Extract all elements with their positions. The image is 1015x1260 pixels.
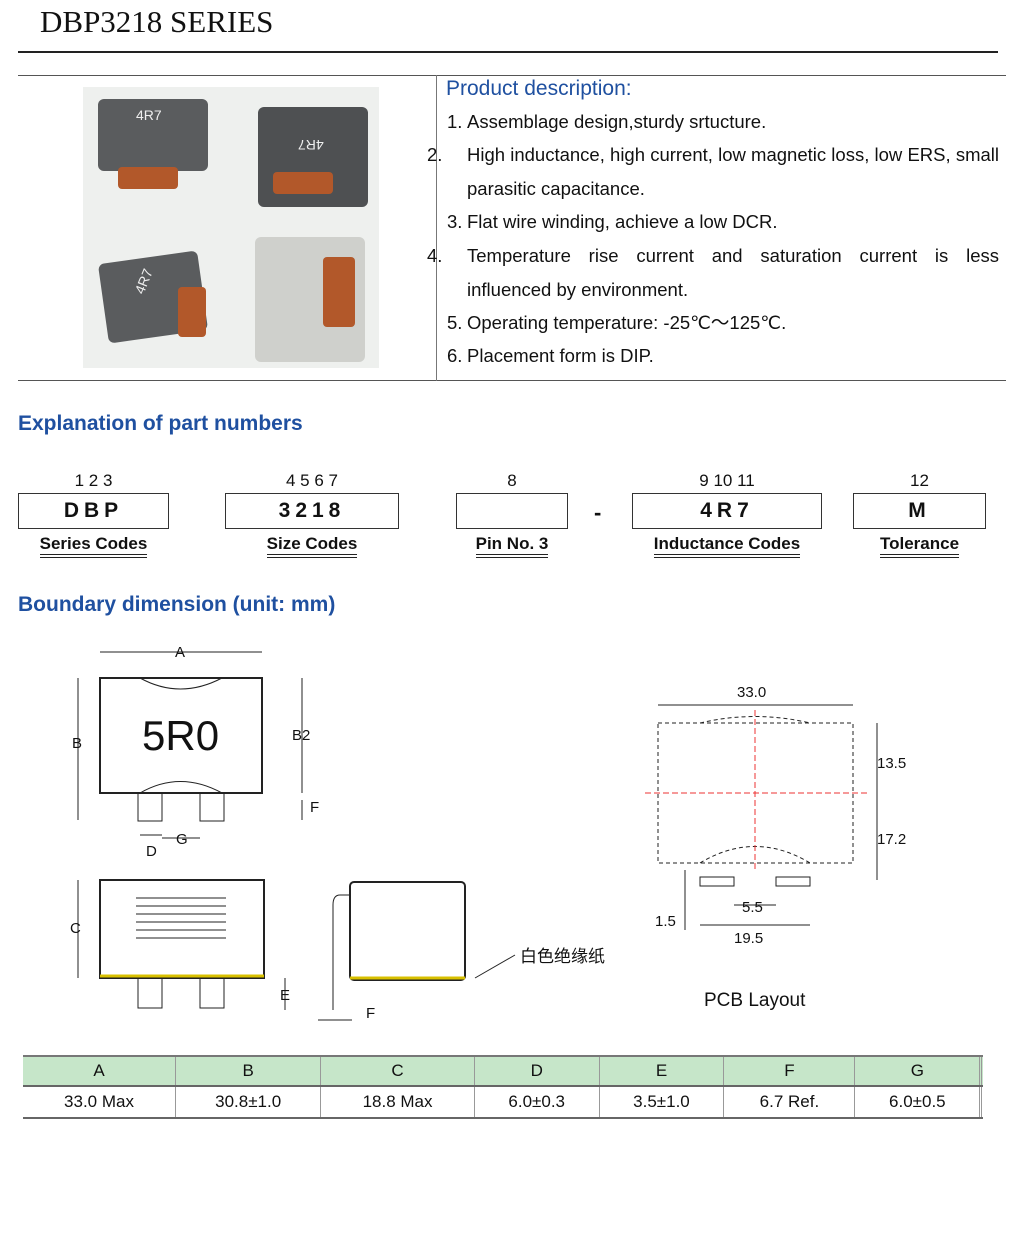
text-description-items-3-n: 4. — [427, 245, 443, 266]
text-part_numbers-fields-1-code: 3218 — [225, 493, 399, 529]
text-description-items-4-text: Operating temperature: -25℃～125℃. — [467, 312, 787, 333]
text-dimension-labels-B: B — [72, 735, 82, 752]
text-table-headers-8 — [981, 1055, 983, 1087]
text-table-values-2: 18.8 Max — [320, 1086, 475, 1119]
description-box — [18, 75, 1006, 381]
marking-text: 5R0 — [142, 712, 219, 759]
end-view-drawing: F 白色绝缘纸 — [318, 881, 605, 1022]
text-part_numbers-fields-1-positions: 4 5 6 7 — [286, 471, 338, 490]
text-part_numbers-fields-4-positions: 12 — [910, 471, 929, 490]
text-table-values-1: 30.8±1.0 — [175, 1086, 321, 1119]
insulation-note: 白色绝缘纸 — [520, 947, 605, 966]
text-description-items-1-n: 2. — [427, 144, 443, 165]
text-part_numbers-fields-2-positions: 8 — [507, 471, 517, 490]
text-part_numbers-fields-2-label: Pin No. 3 — [475, 534, 549, 558]
description-heading: Product description: — [446, 77, 632, 100]
text-part_numbers-fields-2-code — [456, 493, 568, 529]
text-dimension-pcb-h1: 13.5 — [877, 755, 906, 772]
photo-marking: 4R7 — [131, 266, 156, 297]
description-item: 2. High inductance, high current, low mag… — [427, 138, 999, 205]
description-item: 5.Operating temperature: -25℃～125℃. — [447, 306, 999, 340]
text-description-items-5-text: Placement form is DIP. — [467, 345, 654, 366]
text-description-items-0-text: Assemblage design,sturdy srtucture. — [467, 111, 767, 132]
text-part_numbers-fields-3-code: 4R7 — [632, 493, 822, 529]
text-table-headers-1: B — [175, 1055, 321, 1087]
part-field-series: 1 2 3 DBP Series Codes — [18, 471, 169, 558]
text-dimension-pcb-gap: 5.5 — [742, 899, 763, 916]
text-table-values-8 — [981, 1086, 983, 1119]
text-table-values-6: 6.0±0.5 — [854, 1086, 980, 1119]
description-item: 1.Assemblage design,sturdy srtucture. — [447, 105, 999, 139]
text-description-items-5-n: 6. — [447, 345, 463, 366]
text-part_numbers-fields-0-code: DBP — [18, 493, 169, 529]
text-description-items-2-text: Flat wire winding, achieve a low DCR. — [467, 211, 778, 232]
text-table-values-5: 6.7 Ref. — [723, 1086, 855, 1119]
text-description-items-1-text: High inductance, high current, low magne… — [467, 144, 999, 199]
product-photos: 4R7 4R7 4R7 — [83, 87, 379, 368]
text-table-headers-6: G — [854, 1055, 980, 1087]
text-table-headers-4: E — [598, 1055, 724, 1087]
text-dimension-labels-D: D — [146, 843, 157, 860]
dimension-drawings: 5R0 A B B2 F D G C E F 白色绝缘纸 33.0 13.5 — [70, 644, 906, 1022]
text-part_numbers-fields-4-label: Tolerance — [879, 534, 960, 558]
text-part_numbers-fields-0-label: Series Codes — [39, 534, 148, 558]
text-table-headers-2: C — [320, 1055, 475, 1087]
text-table-values-4: 3.5±1.0 — [598, 1086, 724, 1119]
text-part_numbers-fields-3-label: Inductance Codes — [653, 534, 801, 558]
text-part_numbers-fields-1-label: Size Codes — [266, 534, 358, 558]
text-table-headers-3: D — [473, 1055, 600, 1087]
part-numbers-heading: Explanation of part numbers — [18, 412, 303, 435]
text-part_numbers-fields-3-positions: 9 10 11 — [699, 471, 755, 490]
text-table-values-7 — [979, 1086, 982, 1119]
page-title: DBP3218 SERIES — [40, 4, 274, 39]
text-table-headers-7 — [979, 1055, 982, 1087]
top-view-drawing: 5R0 A B B2 F D G — [72, 644, 319, 860]
text-dimension-labels-B2: B2 — [292, 727, 310, 744]
text-dimension-labels-E: E — [280, 987, 290, 1004]
text-part_numbers-fields-0-positions: 1 2 3 — [74, 471, 113, 490]
text-table-headers-5: F — [723, 1055, 855, 1087]
text-dimension-labels-G: G — [176, 831, 188, 848]
text-dimension-labels-C: C — [70, 920, 81, 937]
text-dimension-pcb-pad: 1.5 — [655, 913, 676, 930]
text-dimension-labels-A: A — [175, 644, 185, 661]
text-dimension-labels-F: F — [366, 1005, 375, 1022]
description-item: 6.Placement form is DIP. — [447, 339, 999, 373]
text-dimension-pcb-w: 33.0 — [737, 684, 766, 701]
text-description-items-0-n: 1. — [447, 111, 463, 132]
photo-marking: 4R7 — [298, 137, 324, 153]
side-view-drawing: C E — [70, 879, 290, 1010]
text-dimension-pcb-h2: 17.2 — [877, 831, 906, 848]
photo-marking: 4R7 — [136, 107, 162, 123]
text-description-items-4-n: 5. — [447, 312, 463, 333]
part-separator: - — [594, 500, 602, 525]
dimension-heading: Boundary dimension (unit: mm) — [18, 593, 336, 616]
text-description-items-2-n: 3. — [447, 211, 463, 232]
text-dimension-pcb-span: 19.5 — [734, 930, 763, 947]
text-dimension-labels-F: F — [310, 799, 319, 816]
pcb-layout-drawing: 33.0 13.5 17.2 1.5 5.5 19.5 PCB Layout — [645, 684, 906, 1011]
description-item: 3.Flat wire winding, achieve a low DCR. — [447, 205, 999, 239]
text-table-values-3: 6.0±0.3 — [473, 1086, 600, 1119]
pcb-layout-title: PCB Layout — [704, 990, 806, 1011]
text-description-items-3-text: Temperature rise current and saturation … — [467, 245, 999, 300]
text-table-values-0: 33.0 Max — [23, 1086, 176, 1119]
column-divider — [436, 75, 437, 381]
title-divider — [18, 51, 998, 53]
text-part_numbers-fields-4-code: M — [853, 493, 986, 529]
description-item: 4. Temperature rise current and saturatio… — [427, 239, 999, 306]
text-table-headers-0: A — [23, 1055, 176, 1087]
